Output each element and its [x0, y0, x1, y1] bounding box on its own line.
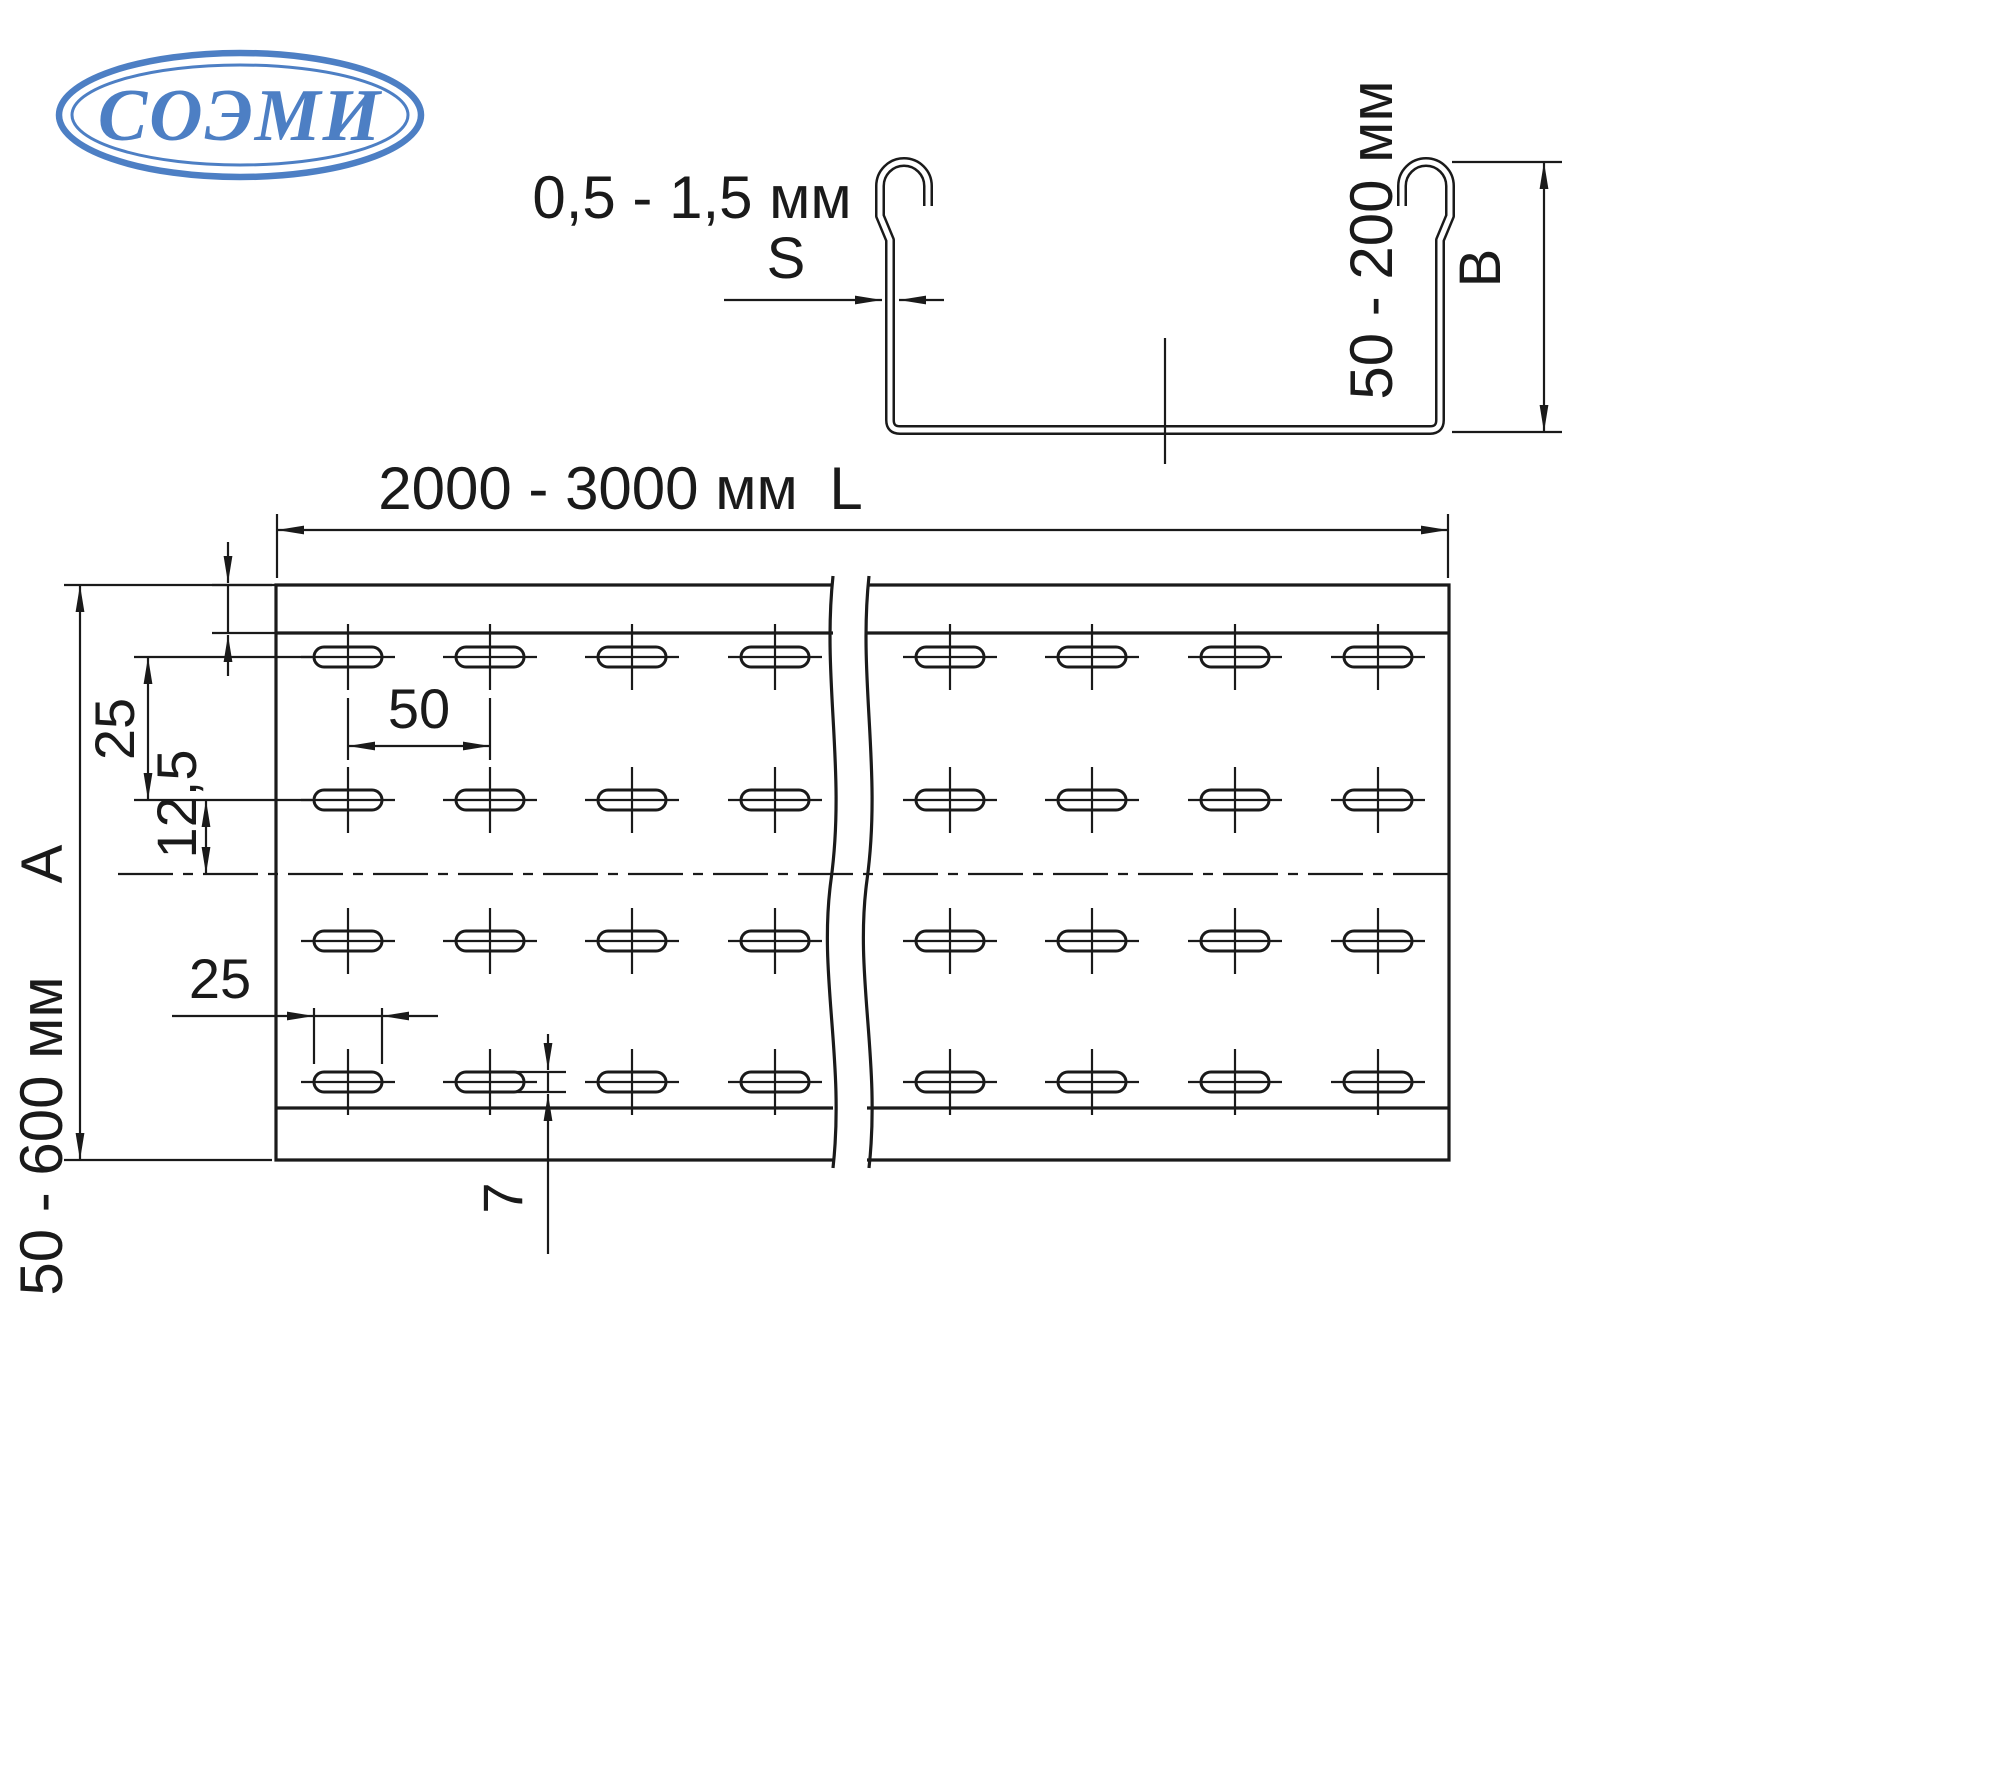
slot-hole — [1186, 765, 1284, 835]
slot-holes — [299, 622, 1427, 1117]
slot-hole — [299, 906, 397, 976]
thickness-range-label: 0,5 - 1,5 мм — [532, 164, 851, 231]
row-pitch-dimension: 25 — [83, 655, 312, 802]
slot-hole — [583, 765, 681, 835]
thickness-dimension: 0,5 - 1,5 мм S — [532, 164, 944, 305]
slot-width-dimension: 7 — [471, 1034, 566, 1254]
tray-outline-right — [867, 583, 1451, 1162]
slot-hole — [901, 1047, 999, 1117]
logo-inner-ellipse — [70, 63, 410, 167]
slot-length-dimension: 25 — [172, 947, 438, 1064]
length-range-label: 2000 - 3000 мм — [378, 455, 797, 522]
slot-hole — [1186, 906, 1284, 976]
profile-view: 0,5 - 1,5 мм S 50 - 200 мм B — [532, 80, 1562, 464]
slot-hole — [583, 906, 681, 976]
slot-hole — [726, 1047, 824, 1117]
width-range-label: 50 - 600 мм — [8, 976, 75, 1295]
logo-text: СОЭМИ — [98, 75, 383, 157]
slot-hole — [441, 765, 539, 835]
slot-hole — [583, 1047, 681, 1117]
length-dimension: 2000 - 3000 мм L — [275, 455, 1450, 578]
slot-hole — [726, 906, 824, 976]
slot-length-label: 25 — [189, 947, 251, 1010]
flange-lines — [276, 631, 1449, 1110]
slot-hole — [299, 765, 397, 835]
row-offset-dimension: 12,5 — [145, 750, 211, 874]
slot-width-label: 7 — [471, 1182, 534, 1213]
logo-outer-ellipse — [55, 49, 425, 181]
slot-hole — [1043, 1047, 1141, 1117]
logo: СОЭМИ — [55, 49, 425, 181]
slot-pitch-dimension: 50 — [346, 677, 492, 760]
slot-hole — [726, 765, 824, 835]
slot-hole — [1043, 906, 1141, 976]
slot-hole — [1043, 765, 1141, 835]
tray-outline-left — [274, 583, 833, 1162]
slot-hole — [441, 1047, 539, 1117]
row-pitch-label: 25 — [83, 698, 146, 760]
slot-hole — [901, 765, 999, 835]
slot-hole — [441, 906, 539, 976]
slot-pitch-label: 50 — [388, 677, 450, 740]
slot-hole — [1186, 1047, 1284, 1117]
profile-height-range-label: 50 - 200 мм — [1338, 80, 1405, 399]
length-symbol-label: L — [829, 455, 862, 522]
height-dimension: 50 - 200 мм B — [1338, 80, 1562, 434]
width-symbol-label: A — [10, 844, 75, 883]
plan-view: 2000 - 3000 мм L 25 12,5 50 — [8, 455, 1456, 1296]
thickness-symbol-label: S — [767, 226, 806, 291]
slot-hole — [1329, 765, 1427, 835]
break-lines — [825, 575, 874, 1169]
slot-hole — [1329, 1047, 1427, 1117]
slot-hole — [1329, 906, 1427, 976]
slot-hole — [901, 906, 999, 976]
width-dimension: A 50 - 600 мм — [8, 583, 272, 1296]
profile-height-symbol-label: B — [1448, 249, 1513, 288]
row-offset-label: 12,5 — [145, 750, 208, 859]
